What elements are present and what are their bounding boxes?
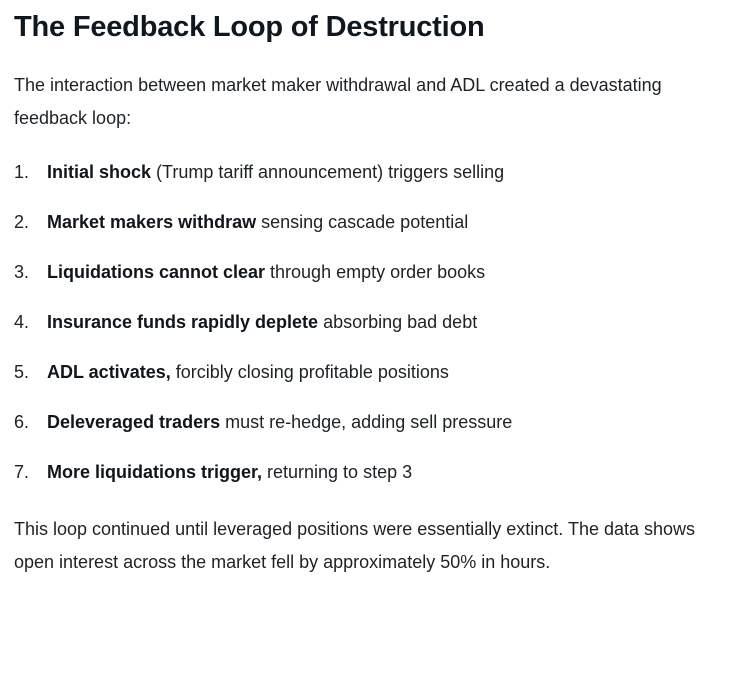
- list-item-lead: Insurance funds rapidly deplete: [47, 312, 319, 332]
- list-item-number: 5.: [14, 362, 30, 382]
- list-item-lead: ADL activates,: [47, 362, 171, 382]
- list-item-lead: More liquidations trigger,: [47, 462, 263, 482]
- list-item-lead: Initial shock: [47, 162, 152, 182]
- list-item-rest: forcibly closing profitable positions: [170, 362, 449, 382]
- list-item-lead: Market makers withdraw: [47, 212, 257, 232]
- list-item-rest: returning to step 3: [262, 462, 413, 482]
- list-item: 5. ADL activates, forcibly closing profi…: [14, 359, 728, 385]
- list-item: 2. Market makers withdraw sensing cascad…: [14, 209, 728, 235]
- page-title: The Feedback Loop of Destruction: [14, 11, 485, 43]
- list-item-rest: sensing cascade potential: [256, 212, 469, 232]
- list-item: 6. Deleveraged traders must re-hedge, ad…: [14, 409, 728, 435]
- list-item: 4. Insurance funds rapidly deplete absor…: [14, 309, 728, 335]
- list-item-number: 2.: [14, 212, 30, 232]
- list-item-number: 1.: [14, 162, 30, 182]
- list-item: 3. Liquidations cannot clear through emp…: [14, 259, 728, 285]
- list-item: 7. More liquidations trigger, returning …: [14, 459, 728, 485]
- feedback-loop-steps-list: 1. Initial shock (Trump tariff announcem…: [14, 135, 728, 485]
- list-item-number: 3.: [14, 262, 30, 282]
- list-item-number: 7.: [14, 462, 30, 482]
- list-item-number: 4.: [14, 312, 30, 332]
- list-item-rest: must re-hedge, adding sell pressure: [220, 412, 513, 432]
- list-item: 1. Initial shock (Trump tariff announcem…: [14, 159, 728, 185]
- closing-paragraph: This loop continued until leveraged posi…: [14, 519, 696, 572]
- list-item-lead: Deleveraged traders: [47, 412, 221, 432]
- list-item-rest: absorbing bad debt: [318, 312, 478, 332]
- list-item-lead: Liquidations cannot clear: [47, 262, 266, 282]
- intro-paragraph: The interaction between market maker wit…: [14, 75, 662, 128]
- list-item-rest: through empty order books: [265, 262, 486, 282]
- list-item-rest: (Trump tariff announcement) triggers sel…: [151, 162, 505, 182]
- list-item-number: 6.: [14, 412, 30, 432]
